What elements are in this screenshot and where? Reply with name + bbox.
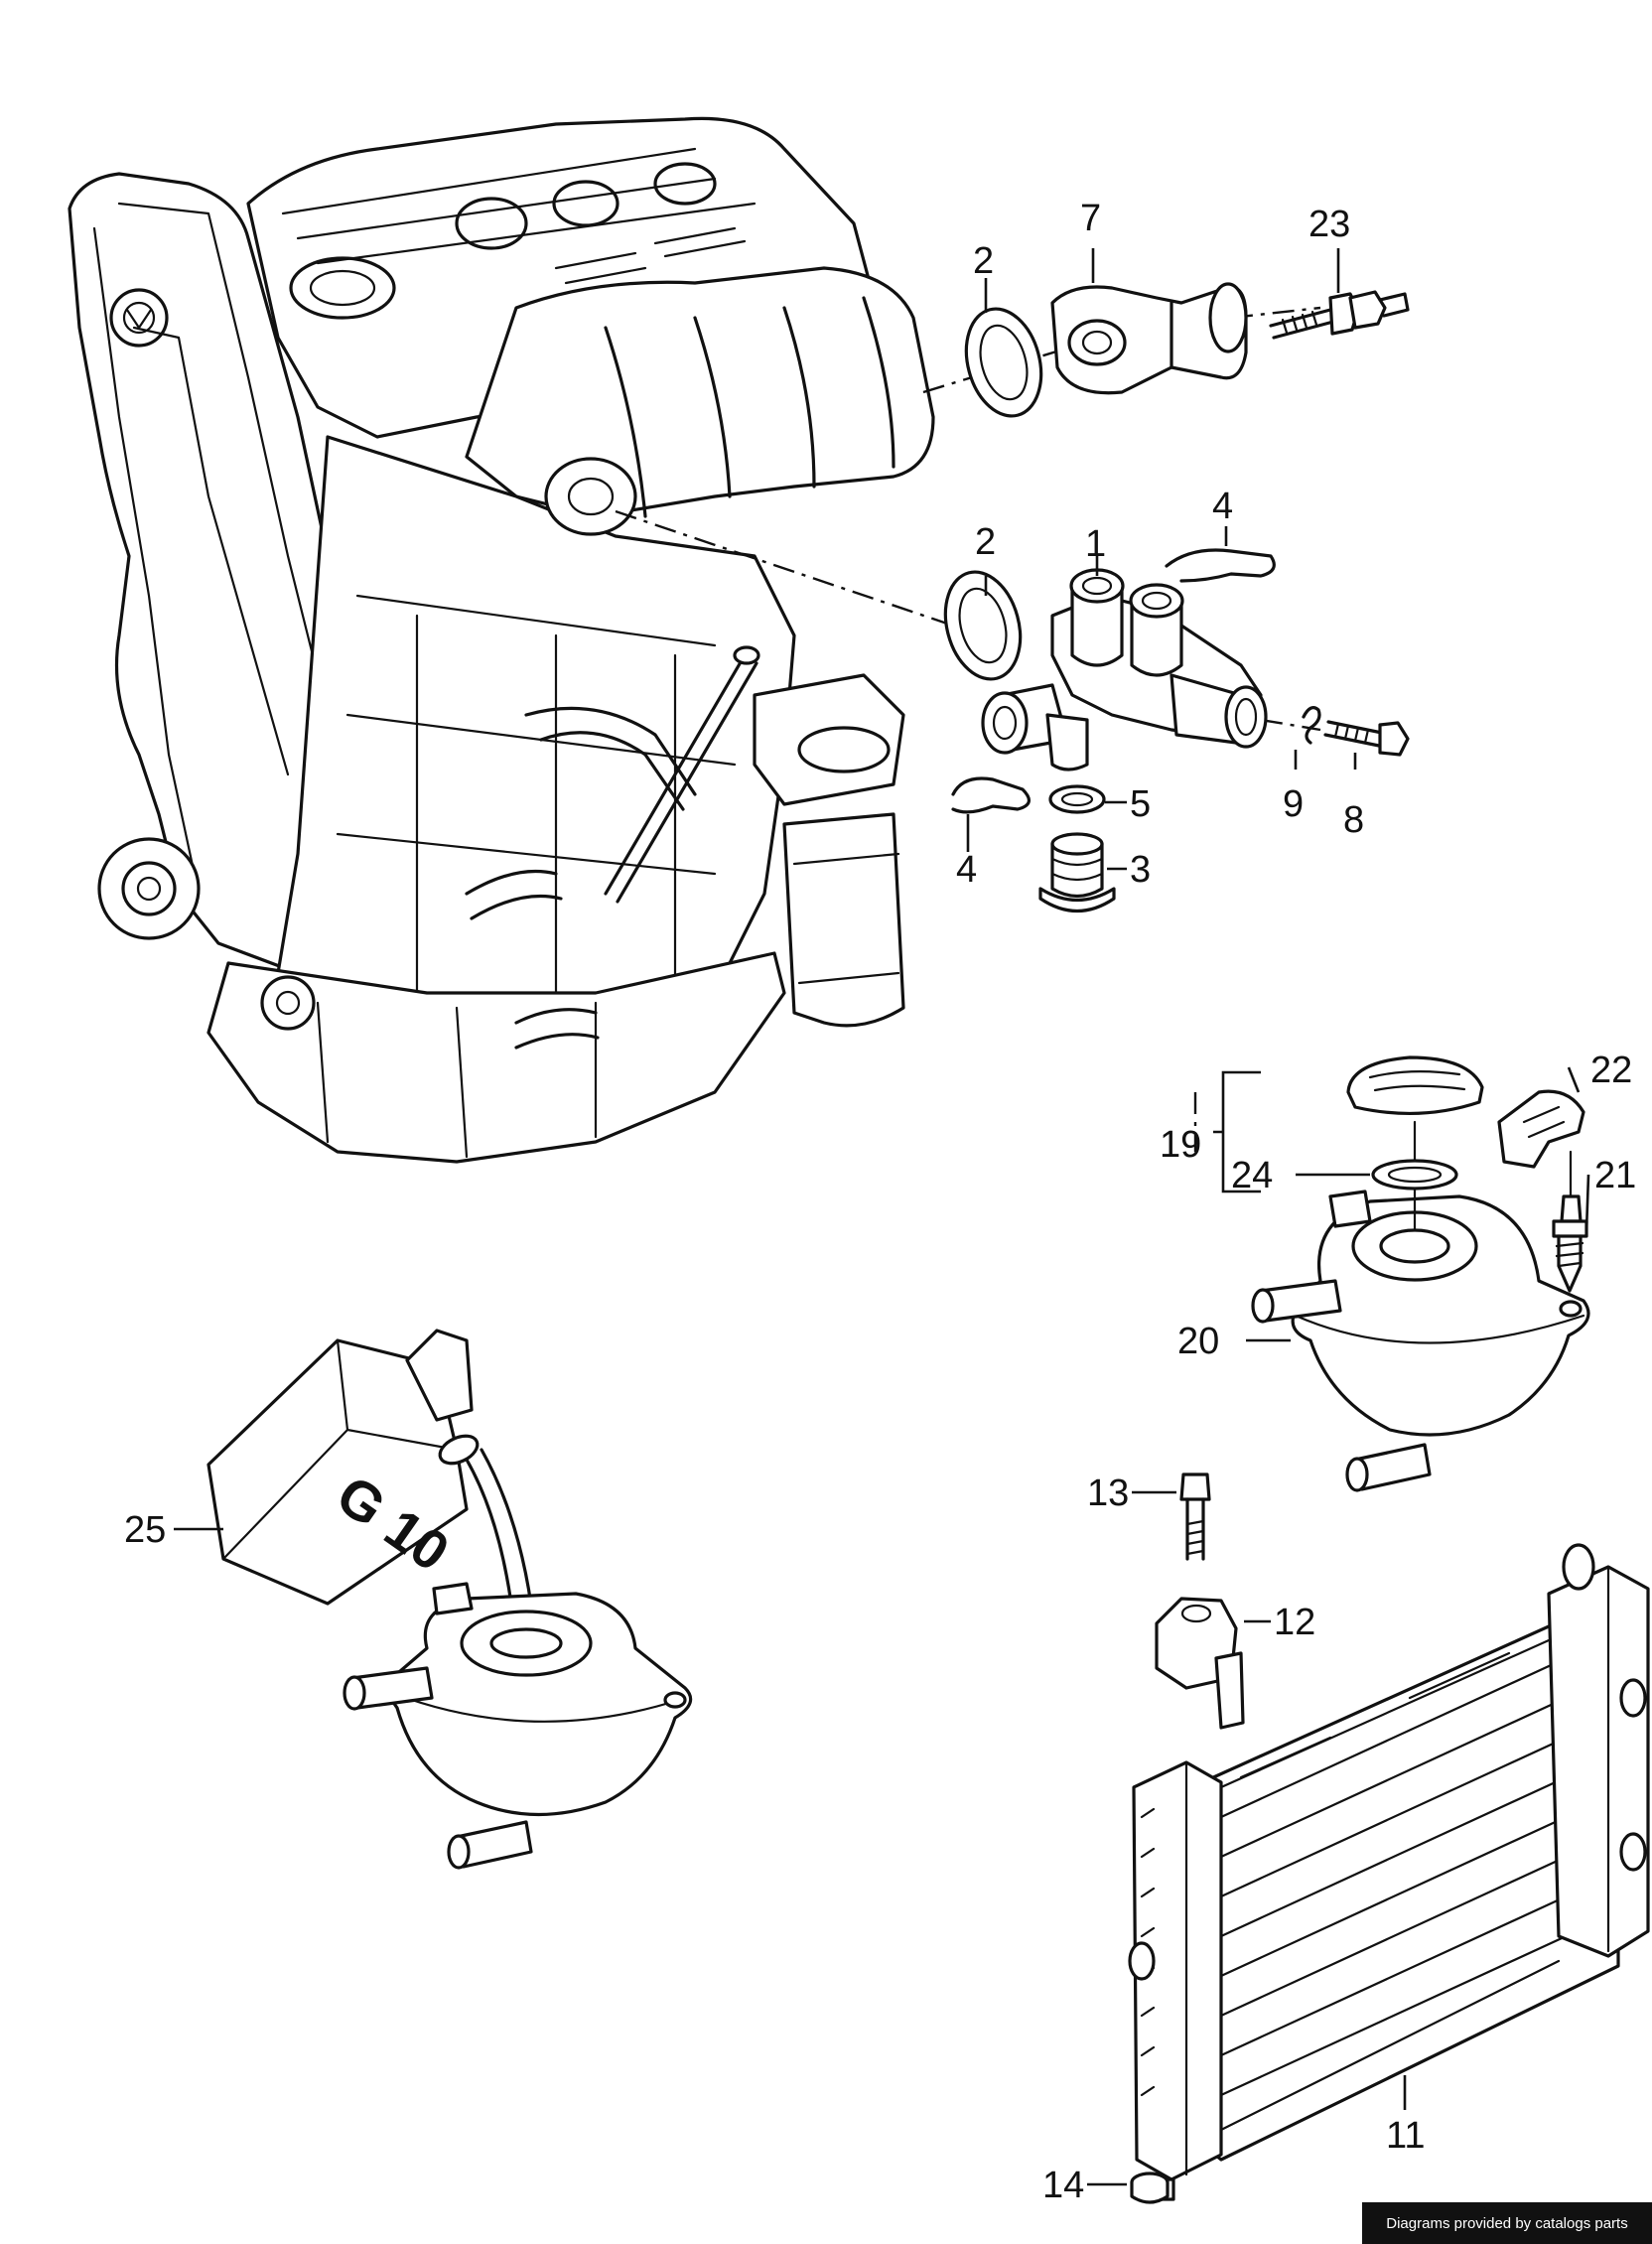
callout-3: 3 — [1130, 849, 1151, 891]
grommet-14 — [1130, 2172, 1170, 2204]
callout-14: 14 — [1042, 2165, 1084, 2206]
bolt-8 — [1323, 720, 1410, 757]
expansion-tank — [1213, 1055, 1590, 1492]
callout-12: 12 — [1274, 1602, 1315, 1643]
callout-20: 20 — [1177, 1321, 1219, 1362]
callout-1: 1 — [1085, 523, 1106, 565]
coolant-flange — [1050, 282, 1248, 395]
credit-banner: Diagrams provided by catalogs parts — [1362, 2202, 1652, 2244]
expansion-tank-filling — [343, 1582, 693, 1870]
callout-11: 11 — [1386, 2115, 1425, 2157]
callout-9: 9 — [1283, 783, 1304, 825]
callout-4-upper: 4 — [1212, 486, 1233, 527]
callout-4-lower: 4 — [956, 849, 977, 891]
o-ring — [1048, 784, 1106, 814]
mount-12 — [1155, 1597, 1245, 1730]
callout-13: 13 — [1087, 1473, 1129, 1514]
engine-block — [68, 116, 935, 1164]
assembly-line-housing — [615, 509, 954, 628]
callout-2-upper: 2 — [973, 240, 994, 282]
callouts: 2 7 23 2 1 4 9 8 5 3 4 22 19 24 21 20 25… — [124, 198, 1636, 2206]
bolt-13 — [1179, 1473, 1211, 1561]
plug — [1038, 832, 1116, 913]
callout-7: 7 — [1080, 198, 1101, 239]
gasket-lower — [943, 570, 1023, 681]
clip-lower — [951, 776, 1031, 814]
coolant-housing — [981, 568, 1268, 771]
callout-25: 25 — [124, 1509, 166, 1551]
callout-21: 21 — [1594, 1155, 1636, 1196]
gasket-upper — [964, 307, 1043, 418]
callout-22: 22 — [1590, 1050, 1632, 1091]
spring-clip — [1302, 706, 1321, 745]
clip-upper — [1165, 548, 1276, 583]
leader-lines — [174, 248, 1590, 2186]
callout-8: 8 — [1343, 799, 1364, 841]
callout-5: 5 — [1130, 783, 1151, 825]
bolt-23 — [1269, 290, 1410, 340]
callout-19: 19 — [1160, 1124, 1201, 1166]
callout-2-lower: 2 — [975, 521, 996, 563]
callout-24: 24 — [1231, 1155, 1273, 1196]
radiator — [1128, 1543, 1650, 2201]
callout-23: 23 — [1308, 204, 1350, 245]
